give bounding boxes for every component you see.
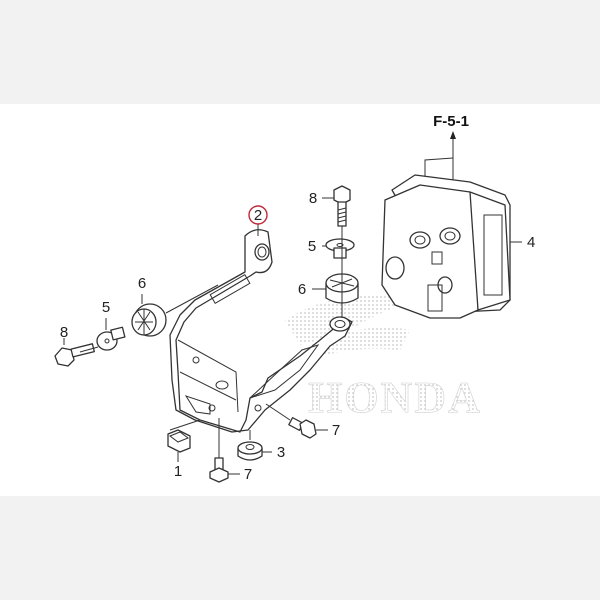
- highlight-ring: [248, 205, 268, 225]
- grommet-left[interactable]: 6: [79, 275, 219, 353]
- callout-5-top[interactable]: 5: [308, 238, 316, 255]
- bracket[interactable]: 2: [169, 205, 353, 433]
- callout-5-left[interactable]: 5: [102, 299, 110, 316]
- callout-1[interactable]: 1: [174, 463, 182, 480]
- bolt-left[interactable]: 8: [54, 324, 95, 367]
- rubber-mount-collar[interactable]: 3: [237, 430, 285, 461]
- callout-7-right[interactable]: 7: [332, 422, 340, 439]
- top-band: [0, 0, 600, 104]
- abs-modulator-unit[interactable]: 4: [381, 174, 535, 319]
- bolt-right[interactable]: 7: [265, 403, 340, 439]
- callout-7-bottom[interactable]: 7: [244, 466, 252, 483]
- bolt-bottom[interactable]: 7: [209, 418, 252, 483]
- callout-2[interactable]: 2: [254, 207, 262, 224]
- callout-8-top[interactable]: 8: [309, 190, 317, 207]
- nut-clip[interactable]: 1: [167, 419, 201, 480]
- callout-3[interactable]: 3: [277, 444, 285, 461]
- grommet-top[interactable]: 6: [298, 226, 359, 318]
- bolt-top[interactable]: 8: [309, 185, 351, 227]
- bottom-band: [0, 496, 600, 600]
- callout-8-left[interactable]: 8: [60, 324, 68, 341]
- reference-label[interactable]: F-5-1: [433, 113, 469, 130]
- collar-left[interactable]: 5: [96, 299, 126, 351]
- callout-6-top[interactable]: 6: [298, 281, 306, 298]
- callout-4[interactable]: 4: [527, 234, 535, 251]
- honda-watermark: HONDA: [285, 295, 482, 422]
- collar-top[interactable]: 5: [308, 238, 355, 259]
- watermark-text: HONDA: [308, 373, 482, 422]
- callout-6-left[interactable]: 6: [138, 275, 146, 292]
